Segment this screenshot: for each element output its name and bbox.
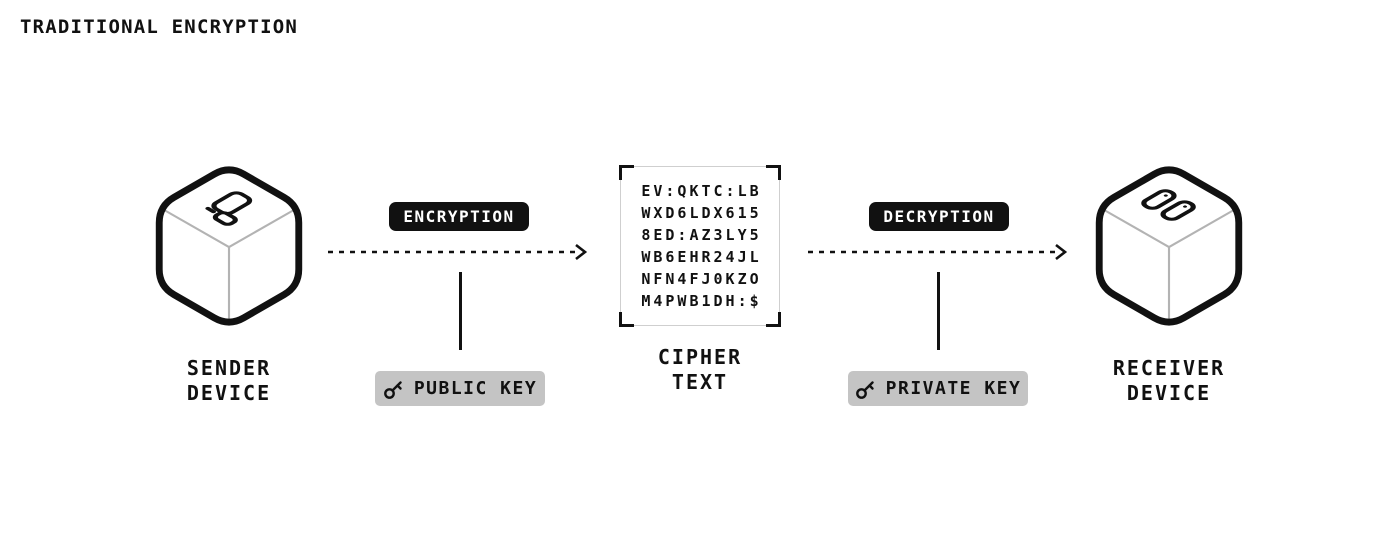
decryption-badge: DECRYPTION <box>869 202 1009 231</box>
cipher-line: NFN4FJ0KZO <box>641 270 762 288</box>
encryption-arrow-icon <box>328 243 588 261</box>
receiver-device-label-line1: RECEIVER <box>1112 356 1226 380</box>
key-icon <box>383 380 402 399</box>
public-key-connector-line <box>459 272 462 350</box>
private-key-label: PRIVATE KEY <box>885 378 1022 399</box>
page-title: TRADITIONAL ENCRYPTION <box>20 16 299 38</box>
public-key-badge: PUBLIC KEY <box>375 371 545 406</box>
cipher-line: M4PWB1DH:$ <box>641 292 762 310</box>
cipher-text-label: CIPHER TEXT <box>610 345 790 395</box>
cipher-line: WXD6LDX615 <box>641 204 762 222</box>
sender-device-label: SENDER DEVICE <box>139 356 319 406</box>
private-key-connector-line <box>937 272 940 350</box>
corner-bracket <box>766 165 781 180</box>
cipher-line: EV:QKTC:LB <box>641 182 762 200</box>
sender-cube-icon <box>155 166 303 326</box>
decryption-badge-label: DECRYPTION <box>883 207 995 226</box>
encryption-badge-label: ENCRYPTION <box>403 207 515 226</box>
sender-device-label-line2: DEVICE <box>186 381 272 405</box>
private-key-badge: PRIVATE KEY <box>848 371 1028 406</box>
corner-bracket <box>619 165 634 180</box>
key-icon <box>855 380 874 399</box>
cipher-text-content: EV:QKTC:LB WXD6LDX615 8ED:AZ3LY5 WB6EHR2… <box>621 167 779 325</box>
receiver-cube-icon <box>1095 166 1243 326</box>
sender-device-label-line1: SENDER <box>186 356 272 380</box>
decryption-arrow-icon <box>808 243 1068 261</box>
public-key-label: PUBLIC KEY <box>413 378 538 399</box>
copy-icon <box>205 191 253 226</box>
receiver-device-label-line2: DEVICE <box>1126 381 1212 405</box>
cipher-label-line1: CIPHER <box>657 345 743 369</box>
corner-bracket <box>619 312 634 327</box>
cipher-line: WB6EHR24JL <box>641 248 762 266</box>
receiver-device-label: RECEIVER DEVICE <box>1079 356 1259 406</box>
cipher-line: 8ED:AZ3LY5 <box>641 226 762 244</box>
cipher-label-line2: TEXT <box>671 370 729 394</box>
encryption-badge: ENCRYPTION <box>389 202 529 231</box>
dual-cards-icon <box>1141 189 1196 221</box>
corner-bracket <box>766 312 781 327</box>
cipher-text-box: EV:QKTC:LB WXD6LDX615 8ED:AZ3LY5 WB6EHR2… <box>619 165 781 327</box>
